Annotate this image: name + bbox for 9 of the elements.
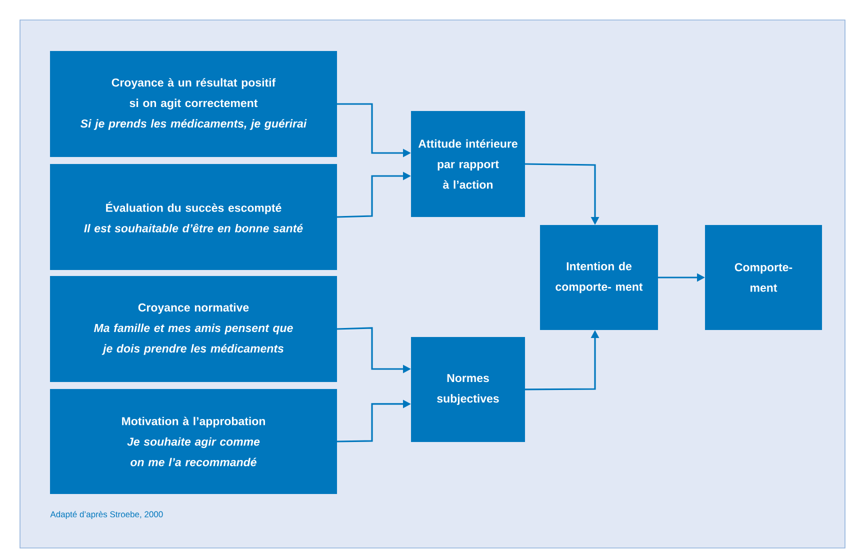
process-box: Motivation à l’approbation Je souhaite agir comme on me l’a recommandé [50, 389, 337, 494]
caption: Adapté d’après Stroebe, 2000 [50, 510, 163, 519]
process-box: Attitude intérieure par rapport à l’action [411, 111, 525, 217]
process-box: Croyance à un résultat positif si on agit correctement Si je prends les médicaments, je guérirai [50, 51, 337, 157]
process-box: Croyance normative Ma famille et mes amis pensent que je dois prendre les médicaments [50, 276, 337, 382]
process-box: Évaluation du succès escompté Il est souhaitable d’être en bonne santé [50, 164, 337, 270]
process-box: Comporte- ment [705, 225, 822, 330]
process-box: Intention de comporte- ment [540, 225, 658, 330]
process-box: Normes subjectives [411, 336, 525, 442]
